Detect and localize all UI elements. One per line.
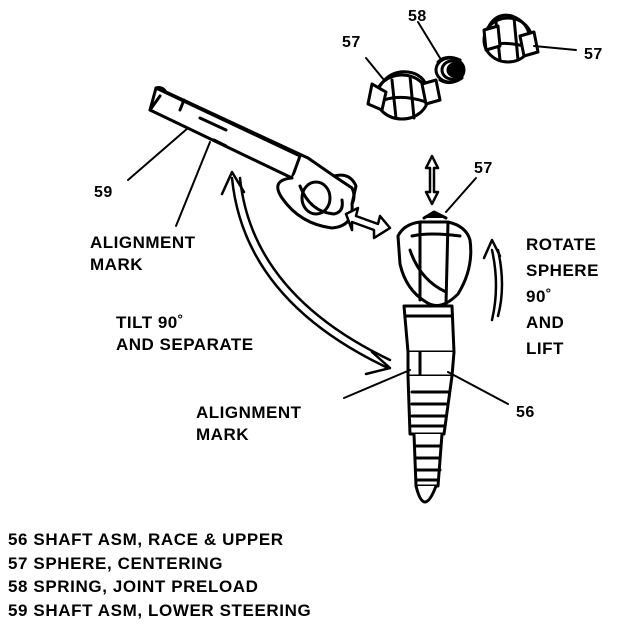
rotate-line1: ROTATE: [526, 235, 597, 254]
callout-58: 58: [408, 8, 427, 25]
lower-alignment-mark-line1: ALIGNMENT: [196, 403, 302, 422]
centering-sphere-right-part: [484, 15, 538, 62]
callout-57-upper-left: 57: [342, 34, 361, 51]
tilt-line1: TILT 90˚: [116, 313, 184, 332]
tilt-separate-label: TILT 90˚ AND SEPARATE: [116, 312, 254, 356]
legend-item-59: 59 SHAFT ASM, LOWER STEERING: [8, 600, 312, 620]
legend-item-58: 58 SPRING, JOINT PRELOAD: [8, 577, 259, 596]
callout-57-joint: 57: [474, 160, 493, 177]
rotate-line2: SPHERE: [526, 261, 599, 280]
parts-legend: 56 SHAFT ASM, RACE & UPPER 57 SPHERE, CE…: [8, 528, 311, 622]
centering-sphere-left-part: [368, 72, 440, 119]
lift-double-arrow: [426, 156, 438, 204]
legend-item-56: 56 SHAFT ASM, RACE & UPPER: [8, 530, 284, 549]
callout-57-upper-right: 57: [584, 46, 603, 63]
rotate-line5: LIFT: [526, 339, 564, 358]
legend-item-57: 57 SPHERE, CENTERING: [8, 553, 224, 573]
lower-alignment-mark-label: ALIGNMENT MARK: [196, 402, 302, 446]
tilt-line2: AND SEPARATE: [116, 335, 254, 354]
upper-alignment-mark-label: ALIGNMENT MARK: [90, 232, 196, 276]
upper-race-shaft-part: [398, 212, 471, 502]
upper-alignment-mark-line1: ALIGNMENT: [90, 233, 196, 252]
callout-56: 56: [516, 404, 535, 421]
leader-lines: [128, 22, 576, 404]
rotate-line3: 90˚: [526, 287, 553, 306]
upper-alignment-mark-line2: MARK: [90, 255, 143, 274]
rotate-arc-arrow: [484, 240, 502, 320]
callout-59: 59: [94, 184, 113, 201]
preload-spring-part: [436, 57, 464, 82]
tilt-arc-arrow: [222, 172, 390, 374]
separate-double-arrow: [346, 208, 390, 238]
rotate-line4: AND: [526, 313, 565, 332]
lower-steering-shaft-part: [150, 88, 356, 229]
rotate-sphere-label: ROTATE SPHERE 90˚ AND LIFT: [526, 232, 599, 362]
lower-alignment-mark-line2: MARK: [196, 425, 249, 444]
